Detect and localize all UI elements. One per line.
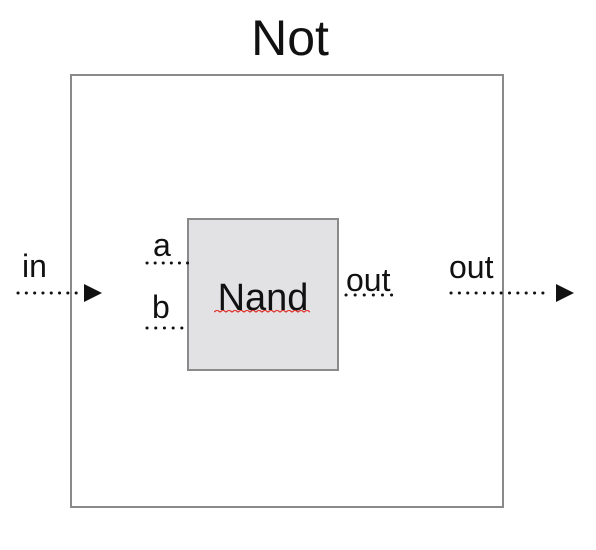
external-input-label: in	[22, 248, 47, 284]
input-arrowhead	[84, 284, 102, 302]
output-arrowhead	[556, 284, 574, 302]
spellcheck-underline	[214, 310, 310, 313]
external-output-label: out	[449, 249, 494, 285]
chip-output-label: out	[346, 262, 391, 298]
diagram-title: Not	[251, 10, 329, 66]
chip-input-b-label: b	[152, 289, 170, 325]
nand-chip	[187, 218, 339, 371]
chip-input-a-label: a	[153, 227, 171, 263]
